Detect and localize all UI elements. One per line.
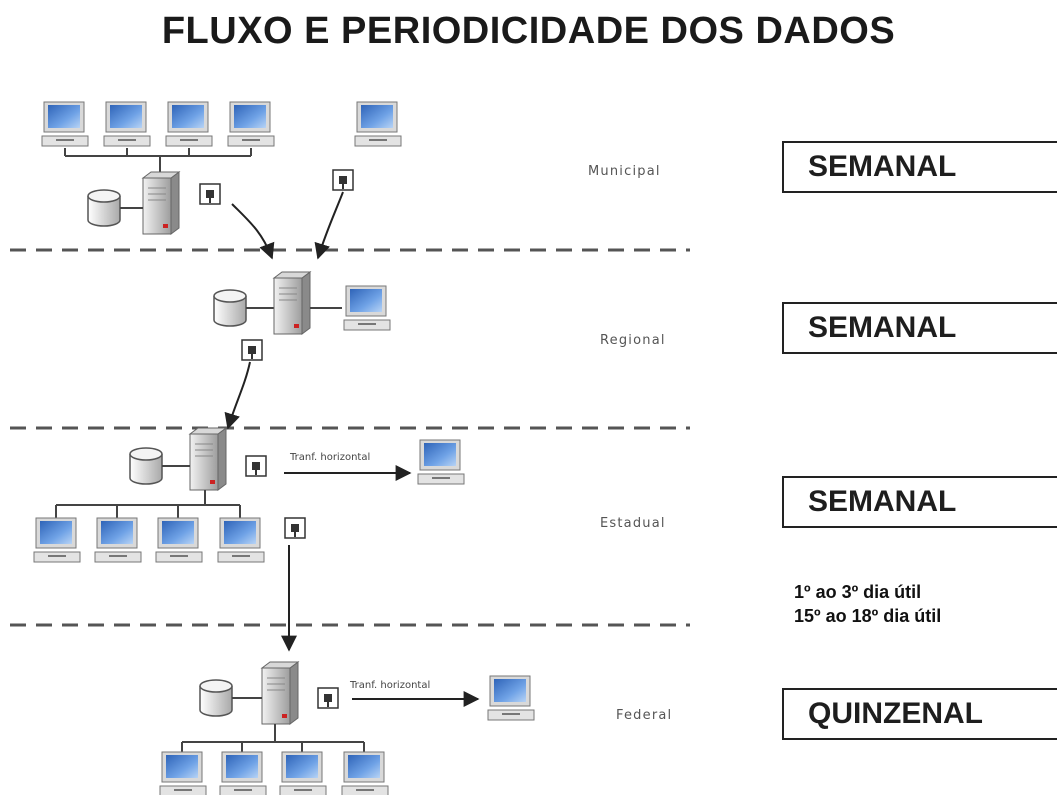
estadual-network [33,427,465,563]
transfer-label-federal: Tranf. horizontal [350,680,431,691]
level-label-regional: Regional [600,333,666,348]
page-title: FLUXO E PERIODICIDADE DOS DADOS [161,10,896,52]
federal-network [159,661,535,795]
level-label-estadual: Estadual [600,516,666,531]
frequency-box-estadual: SEMANAL [782,476,1057,528]
transfer-label-estadual: Tranf. horizontal [290,452,371,463]
schedule-note-line-1: 1º ao 3º dia útil [794,582,922,602]
schedule-note-line-2: 15º ao 18º dia útil [794,606,942,626]
level-label-municipal: Municipal [588,164,661,179]
frequency-box-regional: SEMANAL [782,302,1057,354]
municipal-network [41,101,402,235]
frequency-box-municipal: SEMANAL [782,141,1057,193]
regional-network [213,271,391,361]
schedule-note: 1º ao 3º dia útil 15º ao 18º dia útil [794,580,941,628]
level-label-federal: Federal [616,708,673,723]
frequency-box-federal: QUINZENAL [782,688,1057,740]
divider-lines [10,248,690,627]
